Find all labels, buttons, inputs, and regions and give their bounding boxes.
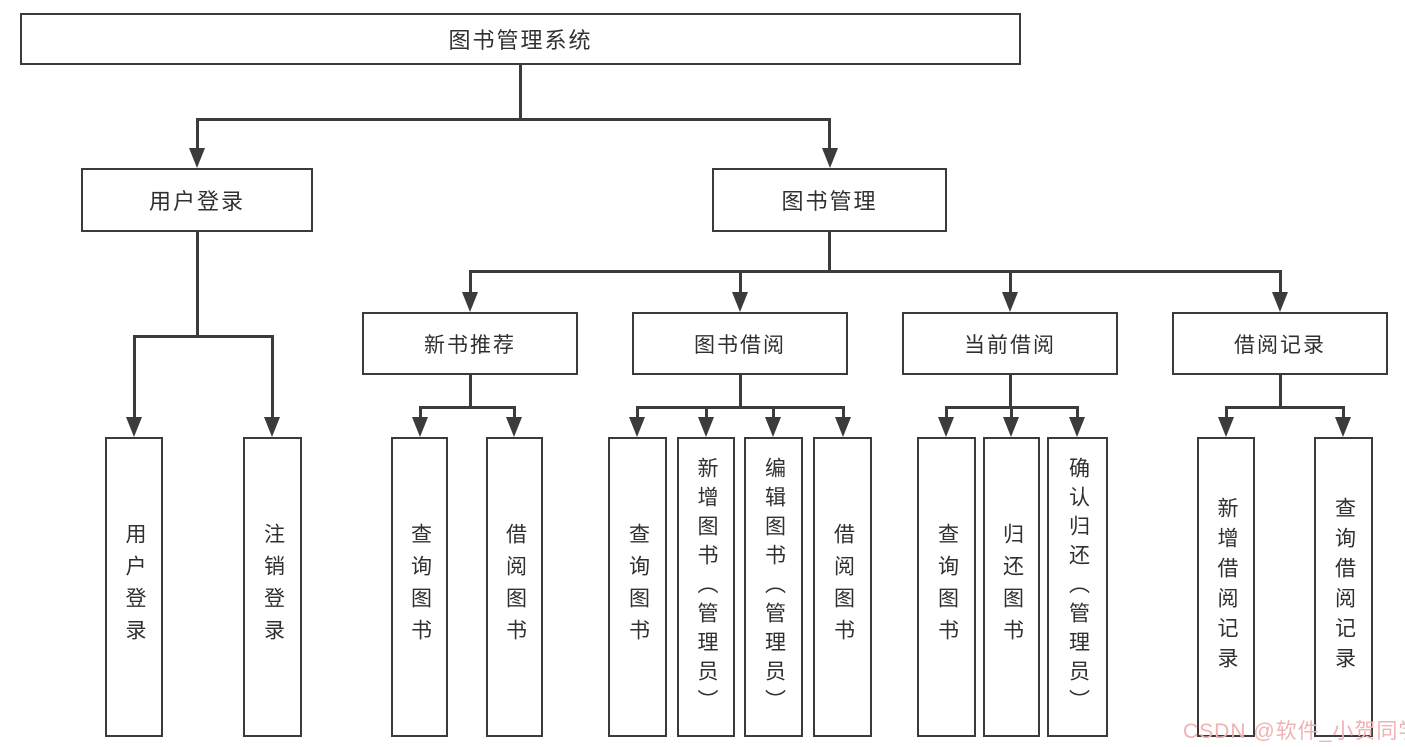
connector-line (1225, 406, 1344, 409)
leaf-return-books: 归还图书 (983, 437, 1040, 737)
node-user-login: 用户登录 (81, 168, 313, 232)
node-book-management: 图书管理 (712, 168, 947, 232)
leaf-query-books-3: 查询图书 (917, 437, 976, 737)
arrow-down-icon (506, 417, 522, 437)
connector-line (739, 270, 742, 296)
arrow-down-icon (462, 292, 478, 312)
arrow-down-icon (264, 417, 280, 437)
node-borrow-records: 借阅记录 (1172, 312, 1388, 375)
leaf-user-login: 用户登录 (105, 437, 163, 737)
arrow-down-icon (1069, 417, 1085, 437)
arrow-down-icon (765, 417, 781, 437)
arrow-down-icon (412, 417, 428, 437)
arrow-down-icon (732, 292, 748, 312)
connector-line (196, 118, 199, 152)
connector-line (513, 406, 516, 421)
node-book-borrow: 图书借阅 (632, 312, 848, 375)
arrow-down-icon (629, 417, 645, 437)
leaf-add-borrow-record: 新增借阅记录 (1197, 437, 1255, 737)
arrow-down-icon (835, 417, 851, 437)
connector-line (828, 230, 831, 272)
arrow-down-icon (1272, 292, 1288, 312)
node-root: 图书管理系统 (20, 13, 1021, 65)
connector-line (1010, 406, 1013, 421)
connector-line (739, 373, 742, 408)
leaf-logout: 注销登录 (243, 437, 302, 737)
arrow-down-icon (938, 417, 954, 437)
connector-line (1009, 270, 1012, 296)
connector-line (772, 406, 775, 421)
connector-line (419, 406, 515, 409)
arrow-down-icon (822, 148, 838, 168)
arrow-down-icon (1335, 417, 1351, 437)
node-current-borrow: 当前借阅 (902, 312, 1118, 375)
leaf-query-books-1: 查询图书 (391, 437, 448, 737)
connector-line (1342, 406, 1345, 421)
connector-line (271, 335, 274, 421)
connector-line (196, 230, 199, 337)
connector-line (469, 270, 1282, 273)
connector-line (828, 118, 831, 152)
connector-line (196, 118, 831, 121)
leaf-borrow-books-2: 借阅图书 (813, 437, 872, 737)
leaf-confirm-return-admin: 确认归还（管理员） (1047, 437, 1108, 737)
connector-line (1279, 373, 1282, 408)
node-new-book-recommend: 新书推荐 (362, 312, 578, 375)
connector-line (1009, 373, 1012, 408)
arrow-down-icon (126, 417, 142, 437)
connector-line (842, 406, 845, 421)
connector-line (636, 406, 639, 421)
leaf-borrow-books-1: 借阅图书 (486, 437, 543, 737)
arrow-down-icon (698, 417, 714, 437)
connector-line (636, 406, 844, 409)
connector-line (945, 406, 948, 421)
connector-line (133, 335, 136, 421)
connector-line (419, 406, 422, 421)
connector-line (519, 63, 522, 119)
connector-line (133, 335, 273, 338)
connector-line (1225, 406, 1228, 421)
arrow-down-icon (1218, 417, 1234, 437)
connector-line (705, 406, 708, 421)
arrow-down-icon (1003, 417, 1019, 437)
leaf-edit-books-admin: 编辑图书（管理员） (744, 437, 803, 737)
connector-line (1076, 406, 1079, 421)
arrow-down-icon (189, 148, 205, 168)
connector-line (469, 270, 472, 296)
csdn-watermark: CSDN @软件_小贺同学 (1183, 720, 1405, 743)
connector-line (1279, 270, 1282, 296)
leaf-add-books-admin: 新增图书（管理员） (677, 437, 735, 737)
arrow-down-icon (1002, 292, 1018, 312)
leaf-query-books-2: 查询图书 (608, 437, 667, 737)
connector-line (469, 373, 472, 408)
leaf-query-borrow-record: 查询借阅记录 (1314, 437, 1373, 737)
